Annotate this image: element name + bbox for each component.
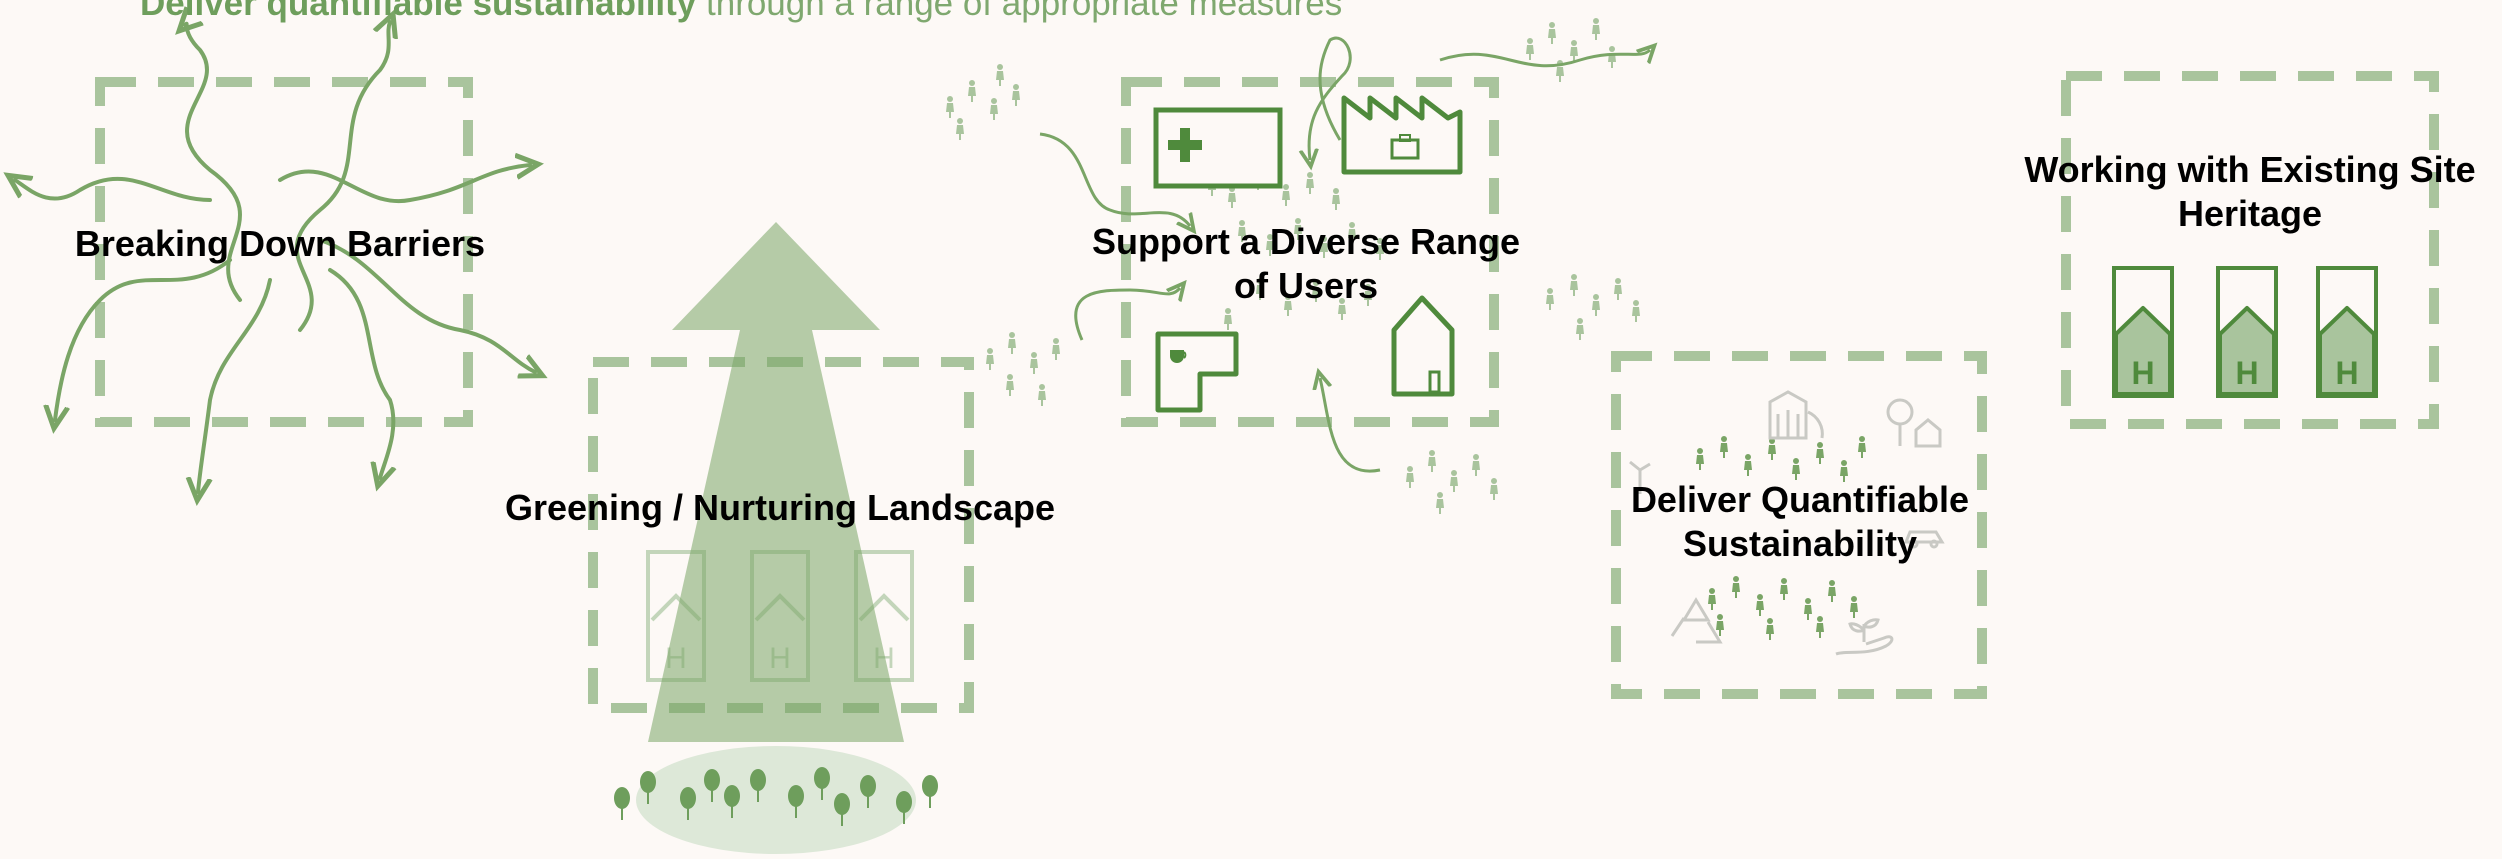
tree-icon bbox=[640, 771, 656, 804]
house-icon: H bbox=[2216, 266, 2278, 398]
tree-house-icon bbox=[1886, 398, 1942, 448]
svg-text:H: H bbox=[2131, 355, 2154, 391]
hospital-icon bbox=[1153, 107, 1283, 189]
barriers-squiggles bbox=[15, 22, 535, 492]
house-icon: H bbox=[2316, 266, 2378, 398]
sustainability-icons bbox=[1629, 390, 1945, 656]
cafe-icon bbox=[1155, 331, 1239, 413]
house-icon: H bbox=[2112, 266, 2174, 398]
user-arrows bbox=[1039, 36, 1650, 473]
tree-icon bbox=[750, 769, 766, 802]
heritage-panel: H H H bbox=[2061, 71, 2439, 429]
sustainability-frame bbox=[1611, 351, 1987, 699]
heritage-frame bbox=[2061, 71, 2439, 429]
home-icon bbox=[1391, 295, 1455, 397]
tree-icon bbox=[788, 785, 804, 818]
tree-icon bbox=[680, 787, 696, 820]
header-rest: through a range of appropriate measures bbox=[706, 0, 1343, 23]
users-frame bbox=[1121, 77, 1499, 427]
header-emphasis: Deliver quantifiable sustainability bbox=[140, 0, 697, 23]
tree-row bbox=[614, 767, 938, 826]
barriers-frame bbox=[95, 77, 473, 427]
heritage-label: Working with Existing Site Heritage bbox=[2024, 149, 2476, 234]
tree-bed bbox=[636, 746, 916, 854]
recycle-icon bbox=[1670, 597, 1723, 644]
svg-text:H: H bbox=[2235, 355, 2258, 391]
greening-panel: H H H bbox=[588, 222, 974, 854]
sustainability-label: Deliver Quantifiable Sustainability bbox=[1630, 479, 1970, 564]
tree-icon bbox=[922, 775, 938, 808]
growth-arrow bbox=[648, 222, 904, 742]
users-panel bbox=[946, 18, 1650, 514]
barriers-label: Breaking Down Barriers bbox=[74, 223, 486, 264]
header-text: Deliver quantifiable sustainability thro… bbox=[140, 0, 1640, 24]
hand-plant-icon bbox=[1835, 618, 1894, 656]
wind-turbine-icon bbox=[1629, 460, 1651, 494]
tree-icon bbox=[724, 785, 740, 818]
users-label: Support a Diverse Range of Users bbox=[1091, 221, 1521, 306]
tree-icon bbox=[896, 791, 912, 824]
tree-icon bbox=[614, 787, 630, 820]
svg-text:H: H bbox=[2335, 355, 2358, 391]
barriers-panel bbox=[15, 22, 535, 492]
sustainability-panel bbox=[1611, 351, 1987, 699]
greening-label: Greening / Nurturing Landscape bbox=[504, 487, 1056, 528]
heritage-houses: H H H bbox=[2112, 266, 2378, 398]
car-icon bbox=[1903, 530, 1945, 549]
tree-icon bbox=[834, 793, 850, 826]
factory-icon bbox=[1341, 95, 1463, 175]
building-icon bbox=[1768, 390, 1824, 440]
tree-icon bbox=[704, 769, 720, 802]
tree-icon bbox=[814, 767, 830, 800]
tree-icon bbox=[860, 775, 876, 808]
